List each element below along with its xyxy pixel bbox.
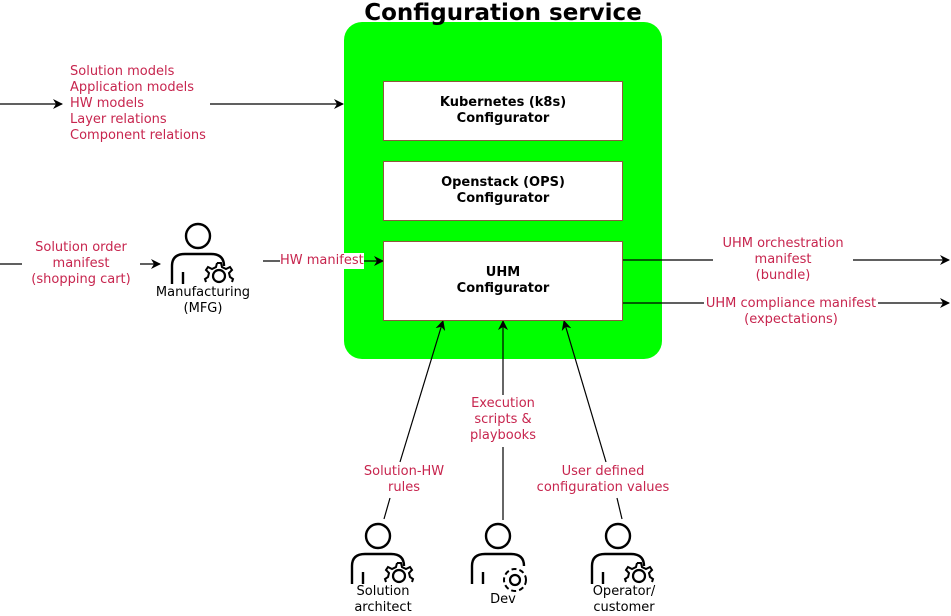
dev-actor-label: Dev [490,592,516,607]
solution-hw-rules-arrow-upper [399,320,446,463]
execution-scripts-label: Execution scripts & playbooks [462,396,544,444]
models-list-item: Component relations [70,128,206,143]
uhm-configurator-box[interactable]: UHM Configurator [383,241,623,321]
solution-hw-rules-label: Solution-HW rules [356,464,452,496]
solution-architect-actor-icon [350,522,415,584]
manufacturing-actor-label: Manufacturing (MFG) [150,285,256,317]
models-list: Solution models Application models HW mo… [70,64,206,144]
k8s-configurator-label: Kubernetes (k8s) Configurator [439,95,567,126]
hw-manifest-label: HW manifest [280,253,364,269]
uhm-orchestration-label: UHM orchestration manifest (bundle) [713,236,853,284]
operator-actor-icon [590,522,655,584]
models-list-item: HW models [70,96,145,111]
models-list-item: Layer relations [70,112,167,127]
user-defined-arrow-upper [561,320,607,463]
solution-architect-actor-label: Solution architect [354,584,412,615]
k8s-configurator-box[interactable]: Kubernetes (k8s) Configurator [383,81,623,141]
ops-configurator-box[interactable]: Openstack (OPS) Configurator [383,161,623,221]
user-defined-label: User defined configuration values [530,464,676,496]
solution-hw-rules-arrow-lower [383,497,391,520]
models-list-item: Solution models [70,64,175,79]
diagram-title: Configuration service [364,0,642,26]
models-list-item: Application models [70,80,195,95]
operator-actor-label: Operator/ customer [592,584,656,615]
solution-order-label: Solution order manifest (shopping cart) [22,240,140,288]
manufacturing-actor-icon [170,222,235,284]
ops-configurator-label: Openstack (OPS) Configurator [441,175,565,206]
user-defined-arrow-lower [616,497,623,520]
uhm-configurator-label: UHM Configurator [456,265,550,296]
dev-actor-icon [470,522,527,592]
uhm-compliance-label: UHM compliance manifest (expectations) [704,296,878,328]
